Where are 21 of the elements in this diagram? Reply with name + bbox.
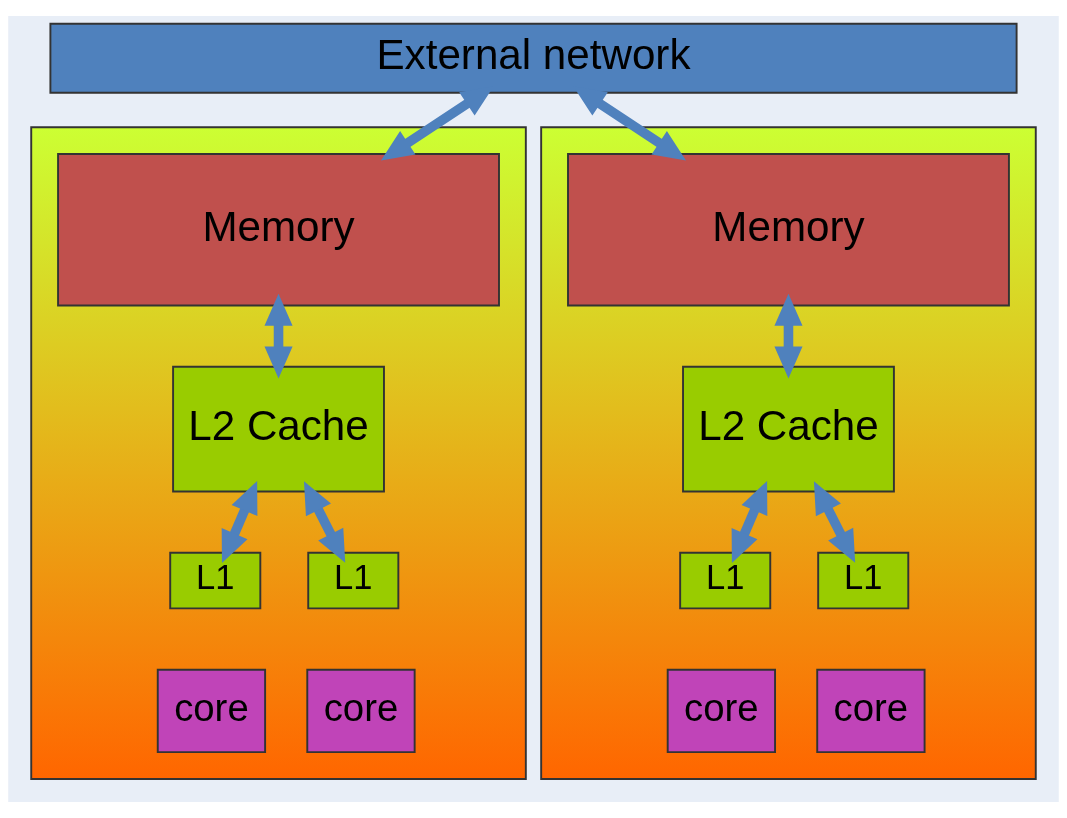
node-box: Memory	[57, 153, 500, 307]
node-box: L1	[817, 551, 910, 610]
arrow	[264, 293, 293, 379]
node-box: L1	[307, 551, 400, 610]
arrow	[774, 293, 803, 379]
node-box: L1	[679, 551, 772, 610]
arrow	[303, 481, 346, 563]
node-box: core	[666, 668, 776, 754]
node-box: Memory	[567, 153, 1010, 307]
arrow	[813, 481, 856, 563]
node-box: External network	[49, 22, 1018, 94]
cluster	[540, 126, 1037, 780]
arrow	[221, 480, 258, 564]
node-box: L2 Cache	[172, 365, 385, 493]
node-box: core	[306, 668, 416, 754]
node-box: L1	[169, 551, 262, 610]
node-box: core	[156, 668, 267, 754]
cluster	[30, 126, 527, 780]
node-box: core	[816, 668, 926, 754]
arrow	[731, 480, 768, 564]
node-box: L2 Cache	[682, 365, 895, 493]
